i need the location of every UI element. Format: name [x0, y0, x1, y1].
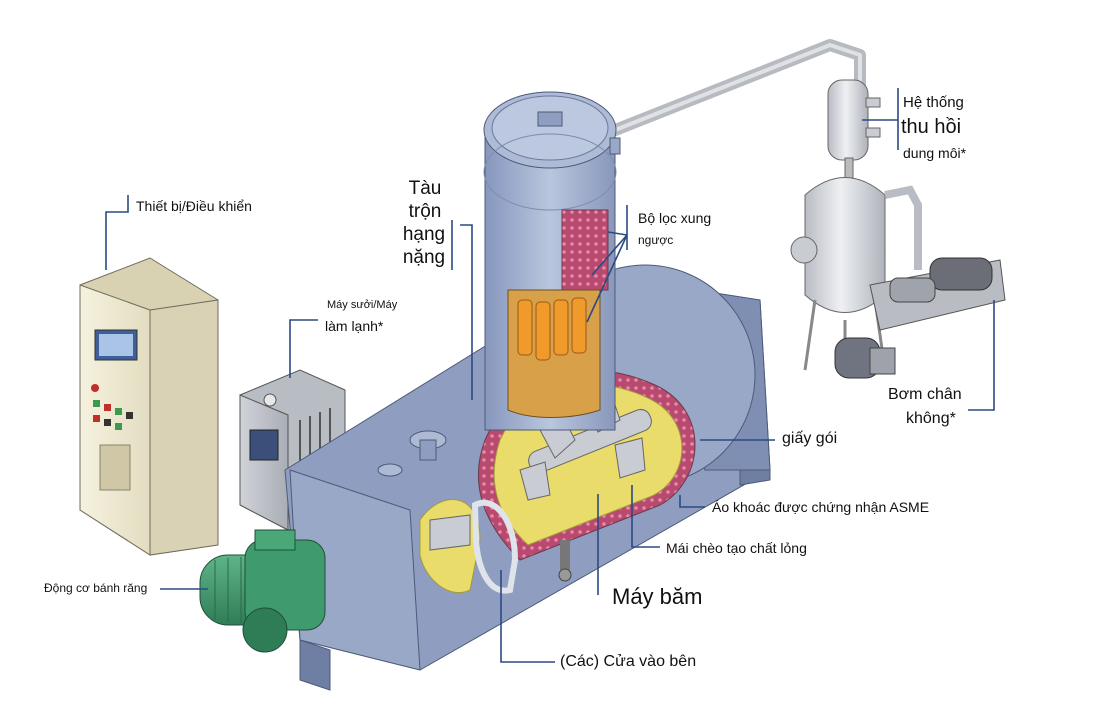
label-doors: (Các) Cửa vào bên [560, 653, 697, 670]
leader-lines [105, 88, 995, 663]
gear-motor [199, 529, 326, 653]
label-vessel-line2: trộn [408, 201, 442, 222]
label-chopper: Máy băm [612, 584, 703, 609]
label-recovery-line1: Hệ thống [903, 94, 964, 111]
vacuum-pump [834, 257, 1006, 379]
label-vacuum-line1: Bơm chân [888, 386, 962, 403]
solvent-recovery-tank [790, 79, 922, 372]
label-recovery-line3: dung môi* [903, 145, 967, 161]
label-gear-motor: Động cơ bánh răng [44, 581, 148, 595]
label-jacket: Áo khoác được chứng nhận ASME [712, 499, 930, 515]
label-recovery-line2: thu hồi [901, 116, 962, 138]
label-seal: giấy gói [782, 430, 838, 447]
label-vacuum-line2: không* [906, 410, 956, 427]
label-vessel-line3: hạng [402, 224, 446, 245]
label-filter-line2: ngược [638, 233, 674, 247]
label-controls: Thiết bị/Điều khiển [136, 198, 252, 214]
label-filter-line1: Bộ lọc xung [638, 210, 712, 226]
label-vessel-line1: Tàu [408, 178, 442, 199]
label-paddles: Mái chèo tạo chất lỏng [666, 540, 807, 556]
label-heater-line1: Máy sưởi/Máy [327, 299, 398, 311]
label-heater-line2: làm lạnh* [325, 318, 384, 334]
pulse-back-filter [483, 91, 621, 431]
label-vessel-line4: nặng [402, 247, 446, 268]
control-cabinet [79, 257, 219, 556]
